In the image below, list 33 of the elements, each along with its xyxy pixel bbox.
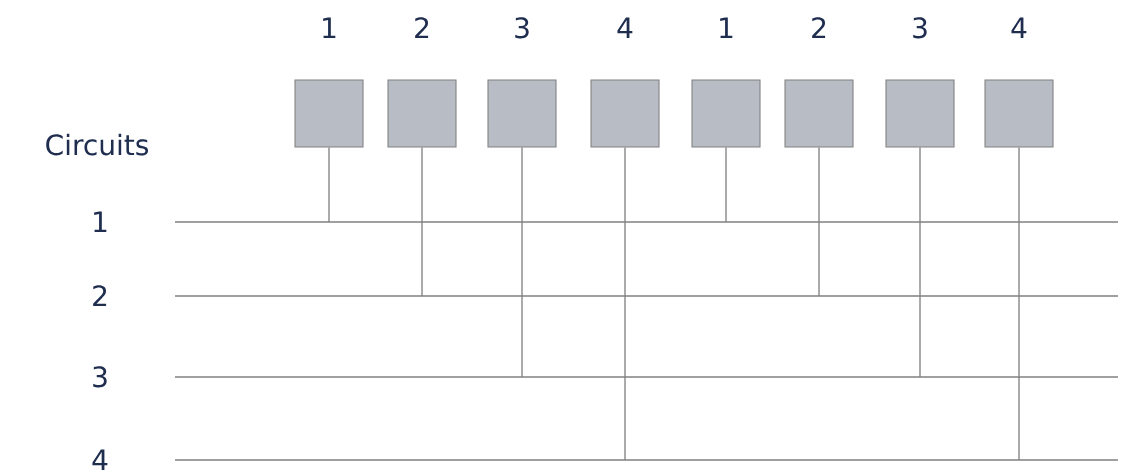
box-number: 4 (617, 17, 633, 38)
square-box (784, 79, 854, 148)
connector-line (421, 146, 423, 297)
square-box (294, 79, 364, 148)
square-box (387, 79, 457, 148)
box-number: 1 (323, 17, 336, 38)
circuit-line (175, 295, 1118, 297)
square-box (984, 79, 1054, 148)
axis-label: Circuits (46, 133, 148, 156)
square-box (590, 79, 660, 148)
connector-line (919, 146, 921, 378)
connector-line (725, 146, 727, 223)
box-number: 4 (1011, 17, 1027, 38)
box-number: 1 (720, 17, 733, 38)
box-number: 3 (515, 17, 529, 39)
circuit-line (175, 459, 1118, 461)
connector-line (328, 146, 330, 223)
square-box (885, 79, 955, 148)
circuit-line (175, 221, 1118, 223)
box-number: 3 (913, 17, 927, 39)
circuit-number: 4 (92, 449, 108, 470)
connector-line (818, 146, 820, 297)
connector-line (1018, 146, 1020, 461)
connector-line (521, 146, 523, 378)
circuit-number: 2 (93, 285, 107, 306)
circuit-number: 1 (94, 211, 107, 232)
box-number: 2 (812, 17, 826, 38)
circuit-line (175, 376, 1118, 378)
square-box (691, 79, 761, 148)
circuit-number: 3 (93, 366, 107, 388)
box-number: 2 (415, 17, 429, 38)
connector-line (624, 146, 626, 461)
square-box (487, 79, 557, 148)
